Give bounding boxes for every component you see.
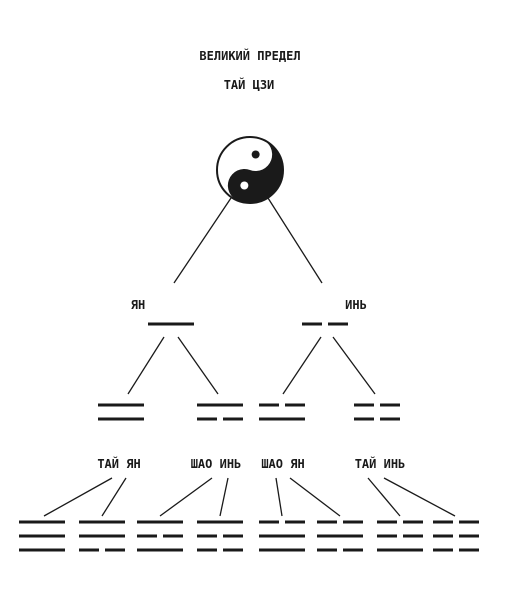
page-title: ВЕЛИКИЙ ПРЕДЕЛ	[199, 49, 301, 63]
connector-line	[275, 477, 283, 517]
connector-line	[219, 477, 229, 517]
connector-line	[127, 336, 165, 395]
connector-line	[332, 336, 376, 395]
connector-line	[43, 477, 113, 517]
level1-label-yang: ЯН	[130, 298, 146, 312]
level1-label-yin: ИНЬ	[345, 298, 367, 312]
connector-line	[282, 336, 322, 395]
connector-line	[173, 197, 232, 284]
yin-yang-dot-light	[240, 181, 249, 190]
level2-label-shao-yang: ШАО ЯН	[261, 457, 305, 471]
connector-line	[289, 477, 341, 517]
level2-label-tai-yang: ТАЙ ЯН	[97, 457, 141, 471]
connector-line	[383, 477, 456, 517]
page-subtitle: ТАЙ ЦЗИ	[223, 78, 275, 92]
connector-line	[367, 477, 401, 517]
level2-label-tai-yin: ТАЙ ИНЬ	[354, 457, 406, 471]
yin-yang-dot-dark	[251, 150, 260, 159]
connector-line	[177, 336, 219, 395]
connector-line	[159, 477, 213, 517]
connector-line	[101, 477, 127, 517]
level2-label-shao-yin: ШАО ИНЬ	[190, 457, 242, 471]
connector-line	[267, 197, 323, 284]
